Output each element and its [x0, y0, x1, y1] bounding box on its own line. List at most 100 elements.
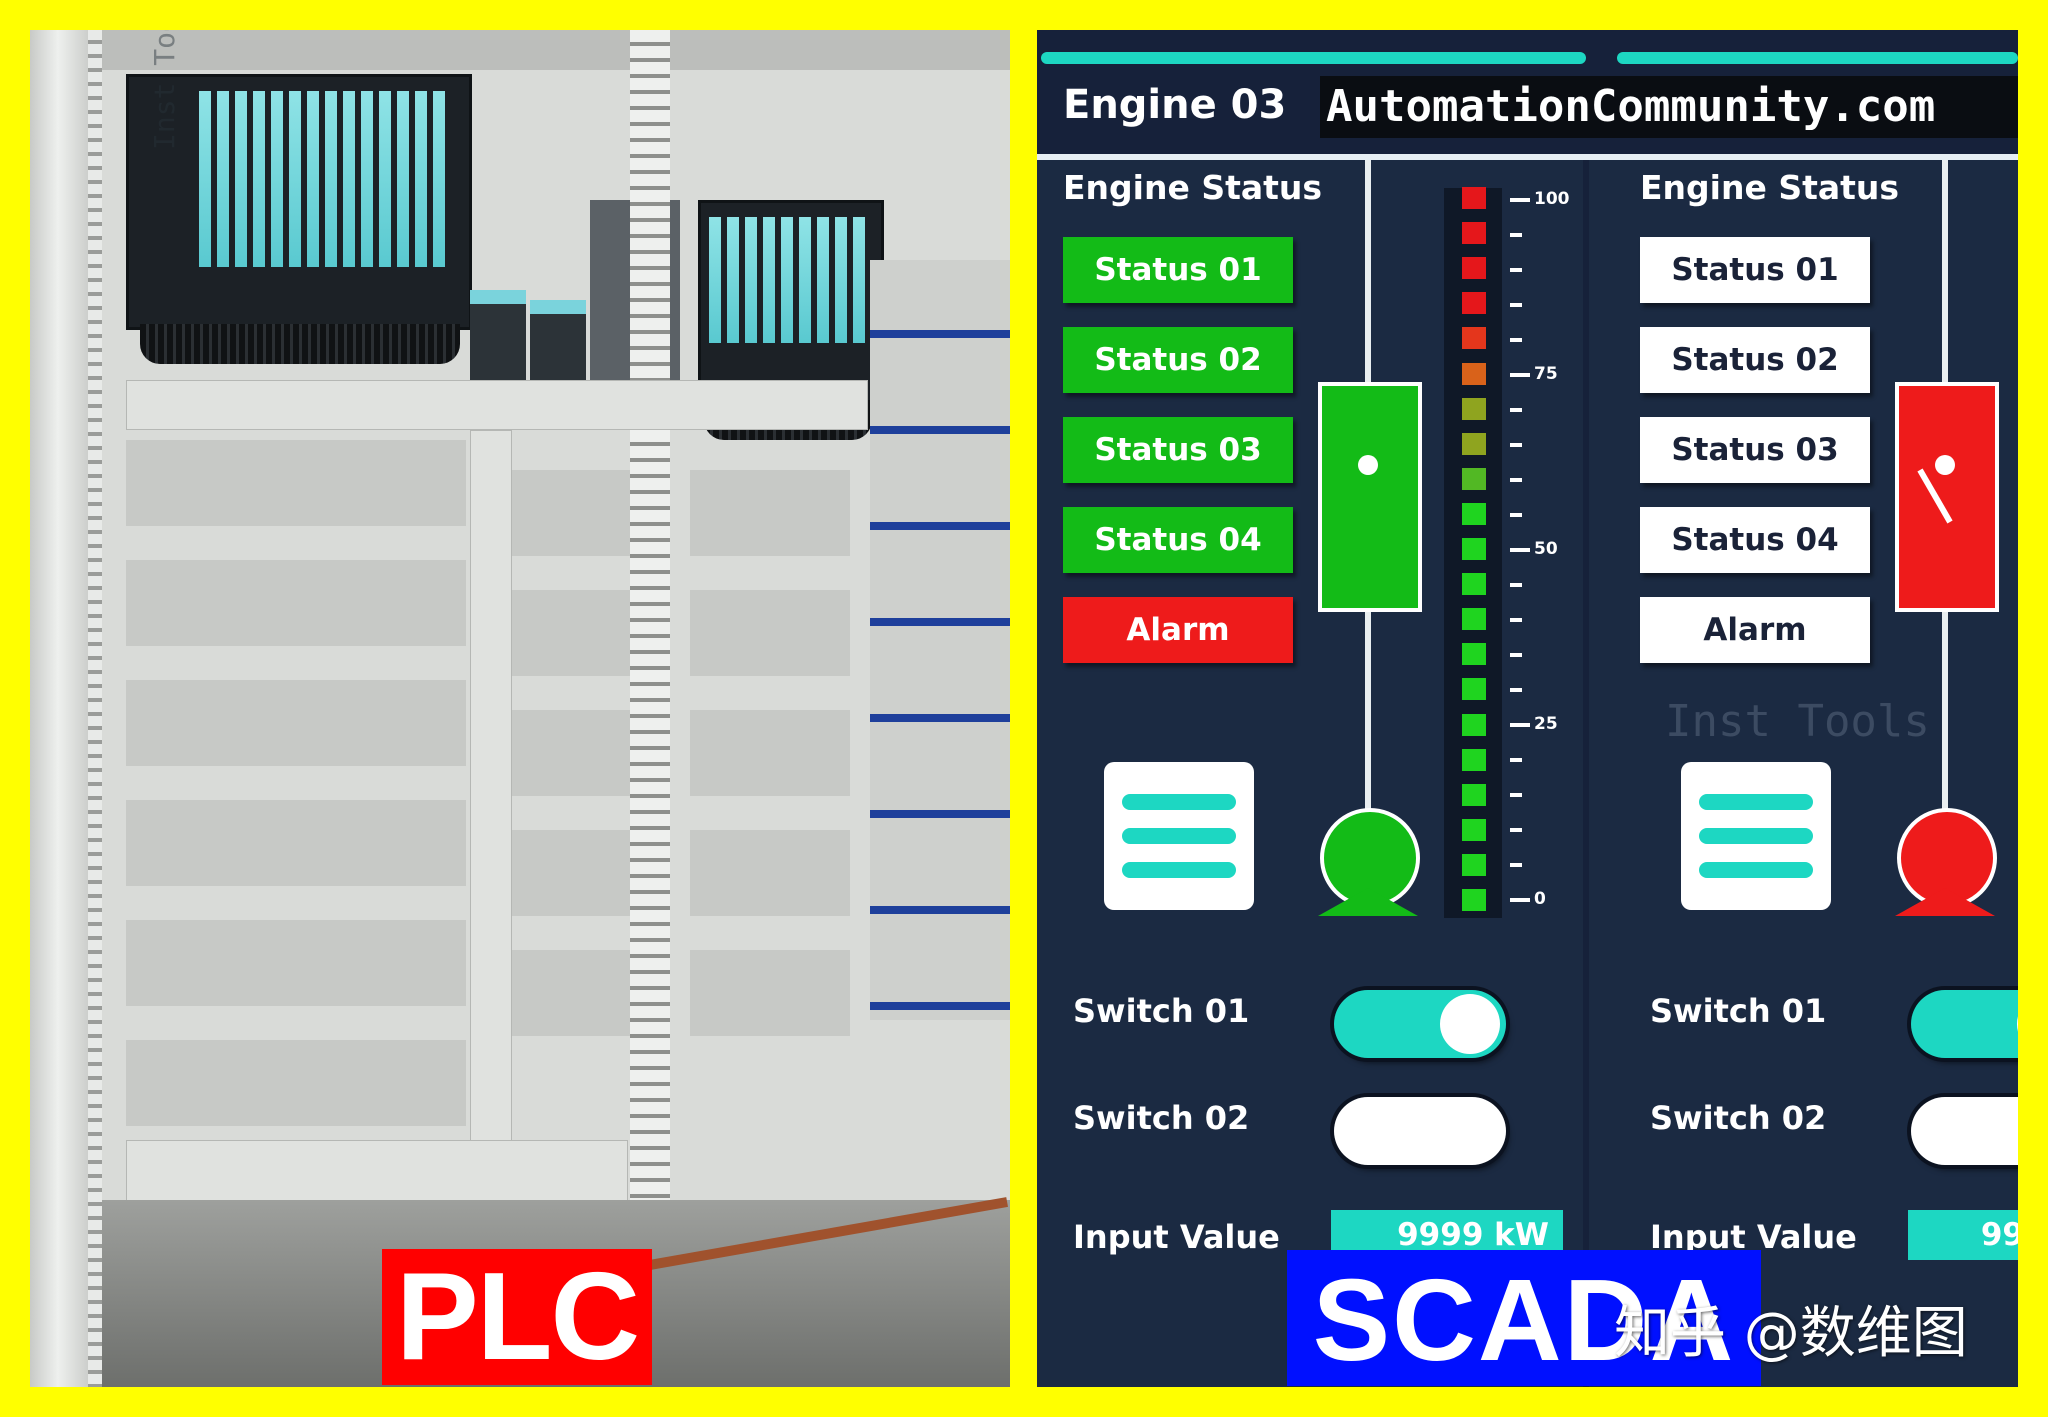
status-01-indicator[interactable]: Status 01	[1640, 237, 1870, 303]
status-03-indicator[interactable]: Status 03	[1063, 417, 1293, 483]
scada-label: SCADA	[1287, 1250, 1761, 1386]
terminal-row	[126, 1040, 466, 1126]
minor-tick	[1510, 338, 1522, 342]
terminal-row	[510, 590, 630, 676]
cabinet-top	[102, 30, 1010, 70]
major-tick	[1510, 898, 1530, 902]
input-value-label: Input Value	[1650, 1218, 1857, 1256]
menu-button[interactable]	[1104, 762, 1254, 910]
status-04-indicator[interactable]: Status 04	[1640, 507, 1870, 573]
terminal-row	[690, 590, 850, 676]
minor-tick	[1510, 443, 1522, 447]
level-segment	[1462, 538, 1486, 560]
minor-tick	[1510, 233, 1522, 237]
status-02-indicator[interactable]: Status 02	[1640, 327, 1870, 393]
minor-tick	[1510, 303, 1522, 307]
input-value-field[interactable]: 99	[1908, 1210, 2018, 1260]
terminal-row	[510, 950, 630, 1036]
minor-tick	[1510, 758, 1522, 762]
status-02-indicator[interactable]: Status 02	[1063, 327, 1293, 393]
status-01-indicator[interactable]: Status 01	[1063, 237, 1293, 303]
level-segment	[1462, 257, 1486, 280]
screen-watermark: Inst Tools	[1665, 696, 1930, 747]
relay-strip	[870, 260, 1010, 1020]
level-segment	[1462, 362, 1486, 385]
terminal-row	[126, 800, 466, 886]
level-segment	[1462, 187, 1486, 209]
plc-rack-2	[698, 200, 884, 406]
level-segment	[1462, 467, 1486, 490]
level-segment	[1462, 432, 1486, 455]
level-segment	[1462, 222, 1486, 245]
terminal-row	[126, 920, 466, 1006]
major-tick	[1510, 548, 1530, 552]
credit-watermark: 知乎 @数维图	[1614, 1301, 1968, 1366]
valve-open-icon[interactable]	[1318, 382, 1422, 612]
valve-closed-icon[interactable]	[1895, 382, 1999, 612]
switch-02-label: Switch 02	[1650, 1099, 1827, 1137]
major-tick	[1510, 373, 1530, 377]
level-segment	[1462, 678, 1486, 701]
wiring-duct	[126, 1140, 628, 1202]
status-03-indicator[interactable]: Status 03	[1640, 417, 1870, 483]
plc-cabinet-photo: Inst Tools	[30, 30, 1010, 1387]
terminal-row	[690, 830, 850, 916]
switch-02-label: Switch 02	[1073, 1099, 1250, 1137]
minor-tick	[1510, 618, 1522, 622]
minor-tick	[1510, 828, 1522, 832]
tick-label: 25	[1534, 714, 1558, 734]
status-04-indicator[interactable]: Status 04	[1063, 507, 1293, 573]
cabinet-rail	[88, 30, 102, 1387]
input-value-label: Input Value	[1073, 1218, 1280, 1256]
level-segment	[1462, 889, 1486, 911]
tick-label: 0	[1534, 889, 1546, 909]
minor-tick	[1510, 268, 1522, 272]
level-segment	[1462, 818, 1486, 841]
terminal-row	[690, 470, 850, 556]
terminal-row	[510, 830, 630, 916]
switch-02-toggle[interactable]	[1911, 1097, 2018, 1165]
scada-hmi-screen: Engine 03 AutomationCommunity.com Engine…	[1037, 30, 2018, 1387]
level-segment	[1462, 713, 1486, 736]
header-accent-bar	[1617, 52, 2018, 64]
site-banner: AutomationCommunity.com	[1320, 76, 2018, 138]
terminal-row	[690, 950, 850, 1036]
power-supply	[530, 300, 586, 394]
minor-tick	[1510, 653, 1522, 657]
minor-tick	[1510, 583, 1522, 587]
minor-tick	[1510, 793, 1522, 797]
alarm-indicator[interactable]: Alarm	[1063, 597, 1293, 663]
switch-01-label: Switch 01	[1650, 992, 1827, 1030]
plc-label: PLC	[382, 1249, 652, 1385]
major-tick	[1510, 198, 1530, 202]
page-title: Engine 03	[1063, 82, 1287, 128]
alarm-indicator[interactable]: Alarm	[1640, 597, 1870, 663]
terminal-row	[510, 710, 630, 796]
plc-rack-1	[126, 74, 472, 330]
wiring-duct	[470, 430, 512, 1192]
section-title: Engine Status	[1640, 168, 1900, 207]
valve-pivot	[1358, 455, 1378, 475]
level-segment	[1462, 748, 1486, 771]
switch-02-toggle[interactable]	[1334, 1097, 1506, 1165]
level-segment	[1462, 292, 1486, 315]
plc-cable-bundle	[140, 324, 460, 364]
wiring-duct	[126, 380, 868, 430]
minor-tick	[1510, 513, 1522, 517]
terminal-row	[510, 470, 630, 556]
terminal-row	[126, 440, 466, 526]
level-segment	[1462, 502, 1486, 525]
minor-tick	[1510, 408, 1522, 412]
terminal-row	[690, 710, 850, 796]
switch-01-toggle[interactable]	[1334, 990, 1506, 1058]
switch-01-toggle[interactable]	[1911, 990, 2018, 1058]
level-segment	[1462, 573, 1486, 596]
level-segment	[1462, 327, 1486, 350]
menu-button[interactable]	[1681, 762, 1831, 910]
level-segment	[1462, 397, 1486, 420]
pump-base	[1895, 888, 1995, 916]
level-segment	[1462, 853, 1486, 876]
major-tick	[1510, 723, 1530, 727]
terminal-row	[126, 680, 466, 766]
level-segment	[1462, 783, 1486, 806]
